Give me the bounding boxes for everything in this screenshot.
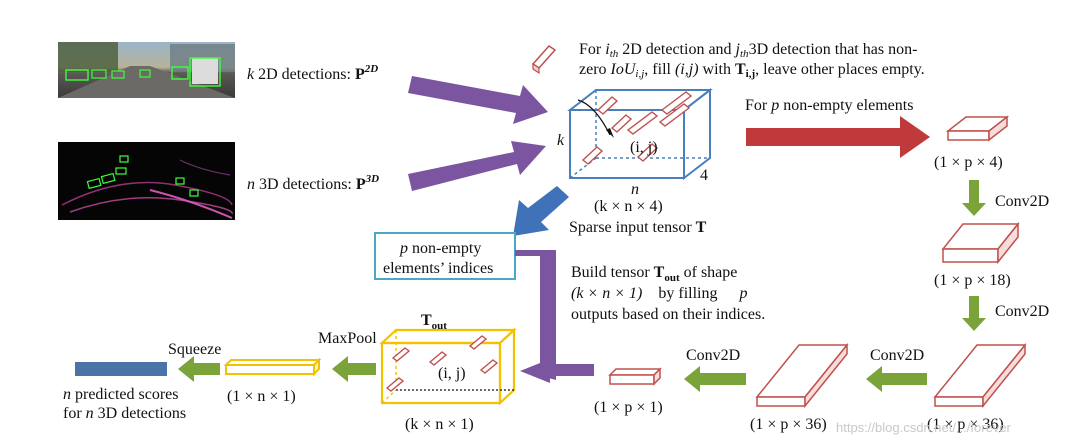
green-arrow-squeeze [178,356,220,382]
purple-arrow-3d [408,141,546,191]
indices-line-2: elements’ indices [383,260,493,277]
tensor-k-label: k [557,132,565,149]
tensor-caption: Sparse input tensor T [569,219,707,236]
conv-label-3: Conv2D [870,347,924,364]
legend-line-2: zero IoUi,j, fill (i,j) with Ti,j, leave… [579,61,925,80]
slab-1x-p-x36-a [933,342,1027,409]
tout-ij-label: (i, j) [438,365,466,382]
indices-line-1: p non-empty [399,240,481,257]
legend-line-1: For ith 2D detection and jth3D detection… [579,41,917,60]
red-arrow-nonempty [746,116,930,158]
camera-image [58,42,235,98]
conv-label-2: Conv2D [995,303,1049,320]
blue-arrow-indices [513,186,569,236]
tensor-ij-label: (i, j) [630,139,658,156]
shape-s1: (1 × p × 4) [934,154,1003,171]
green-arrow-conv-2 [962,296,986,331]
tout-tensor [379,327,517,406]
maxpool-label: MaxPool [318,330,377,347]
tensor-n-label: n [631,181,639,198]
scores-line-1: n predicted scores [63,386,179,403]
scores-line-2: for n 3D detections [63,405,186,422]
green-arrow-conv-3 [866,366,927,392]
tout-shape: (k × n × 1) [405,416,474,433]
shape-s5: (1 × p × 1) [594,399,663,416]
build-line-1: Build tensor Tout of shape [571,264,737,284]
conv-label-4: Conv2D [686,347,740,364]
score-bar [75,362,167,376]
tout-title: Tout [421,312,447,332]
build-line-3: outputs based on their indices. [571,306,765,323]
slab-1x-p-x4 [945,115,1010,142]
sparse-input-tensor [567,87,713,181]
green-arrow-conv-1 [962,180,986,216]
purple-elbow-arrow [515,250,594,383]
slab-1x-p-x36-b [755,342,849,409]
nonempty-label: For p non-empty elements [745,97,913,114]
conv-label-1: Conv2D [995,193,1049,210]
flat-shape: (1 × n × 1) [227,388,296,405]
tensor-depth-label: 4 [700,167,708,184]
green-arrow-maxpool [332,356,376,382]
slab-1x-p-x1 [608,367,662,386]
legend-slab-icon [531,45,557,75]
purple-arrow-2d [408,76,548,124]
watermark: https://blog.csdn.net/.../forever [836,420,1012,435]
squeeze-label: Squeeze [168,341,221,358]
indices-box [374,232,516,280]
lidar-image [58,142,235,220]
shape-s2: (1 × p × 18) [934,272,1011,289]
shape-s3: (1 × p × 36) [927,416,1004,433]
shape-s4: (1 × p × 36) [750,416,827,433]
tensor-shape: (k × n × 4) [594,198,663,215]
det3d-label: n 3D detections: P3D [247,173,379,193]
det2d-label: k 2D detections: P2D [247,63,378,83]
slab-1x-p-x18 [941,221,1020,265]
slab-1x-n-x1 [223,357,322,377]
green-arrow-conv-4 [684,366,746,392]
